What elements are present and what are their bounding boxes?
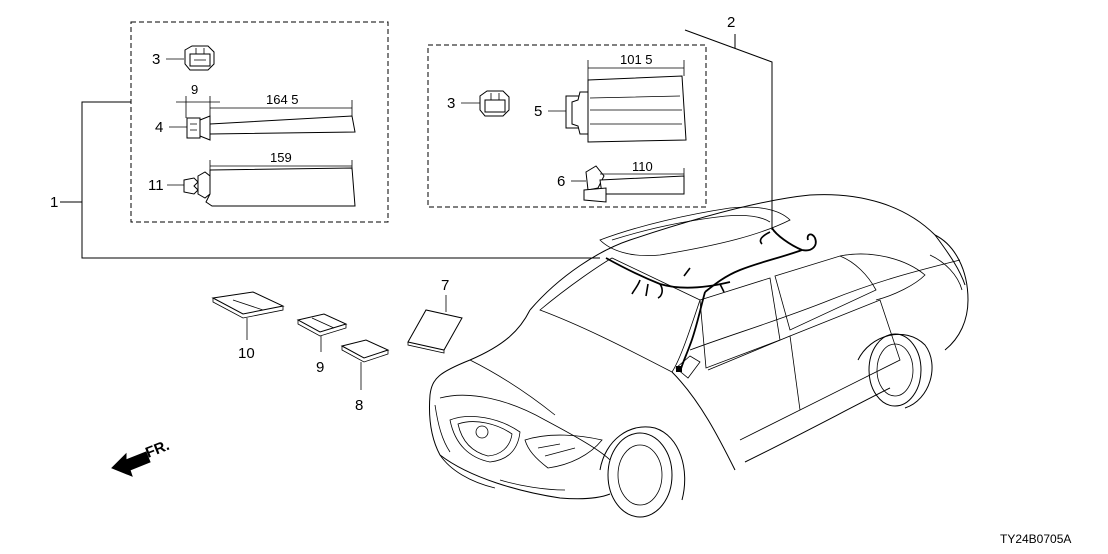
callout-7: 7: [441, 277, 449, 294]
pad-part-10: [211, 291, 285, 319]
callout-1: 1: [50, 194, 58, 211]
callout-3-left: 3: [152, 51, 160, 68]
callout-10: 10: [238, 345, 255, 362]
callout-8: 8: [355, 397, 363, 414]
band-clip-part-5: [565, 75, 687, 143]
callout-5: 5: [534, 103, 542, 120]
pad-part-9: [296, 313, 348, 337]
leader-2: [684, 29, 773, 230]
callout-11: 11: [148, 177, 164, 194]
clip-part-3-left: [184, 45, 215, 71]
roof-wire-harness: [605, 227, 817, 373]
group-box-left: [130, 21, 389, 223]
dim-164-5: 164 5: [266, 92, 299, 107]
callout-2: 2: [727, 14, 735, 31]
pad-part-8: [340, 339, 390, 363]
car-body: [429, 194, 969, 518]
diagram-code: TY24B0705A: [1000, 532, 1071, 546]
band-clip-part-4: [186, 115, 356, 141]
pad-part-7: [407, 309, 463, 354]
front-label: FR.: [143, 437, 172, 462]
callout-9: 9: [316, 359, 324, 376]
dim-9: 9: [191, 82, 198, 97]
callout-4: 4: [155, 119, 163, 136]
clip-part-3-right: [479, 90, 510, 117]
front-direction-arrow-icon: [111, 451, 151, 477]
clip-part-6: [583, 165, 685, 203]
leader-1: [81, 101, 600, 259]
dim-159: 159: [270, 150, 292, 165]
dim-101-5: 101 5: [620, 52, 653, 67]
tree-clip-part-11: [183, 167, 356, 207]
callout-3-right: 3: [447, 95, 455, 112]
dim-110: 110: [632, 159, 653, 174]
group-box-right: [427, 44, 707, 208]
callout-6: 6: [557, 173, 565, 190]
